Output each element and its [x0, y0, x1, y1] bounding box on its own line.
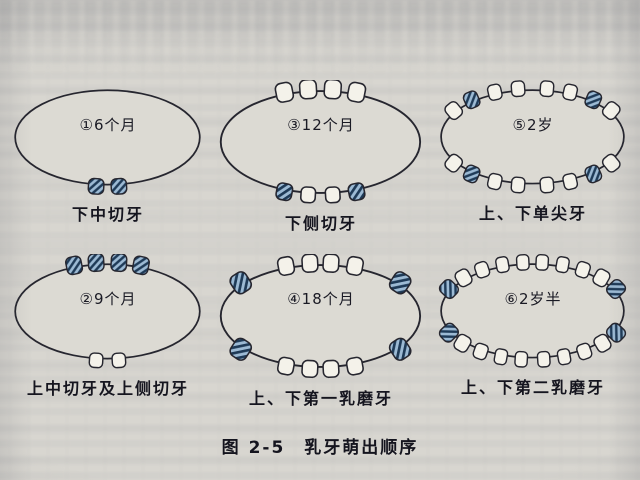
teeth-name-caption-3: 下侧切牙 [284, 214, 357, 234]
dental-arch-svg-3 [219, 80, 422, 204]
dental-arch-diagram-5: ⑤2岁 [434, 80, 632, 197]
teeth-name-caption-1: 下中切牙 [71, 204, 144, 224]
dental-arch-svg-1 [14, 89, 201, 195]
dental-arch-diagram-1: ①6个月 [8, 80, 208, 198]
eruption-panels-grid: ①6个月 下中切牙 ③12个月 下侧切牙 ⑤2岁 上、下单尖牙 ②9个月 上中切… [8, 80, 632, 408]
dental-arch-svg-5 [440, 80, 625, 194]
eruption-stage-panel-5: ⑤2岁 上、下单尖牙 [434, 80, 632, 234]
dental-arch-svg-6 [438, 254, 627, 369]
figure-caption: 图 2-5 乳牙萌出顺序 [221, 437, 419, 458]
teeth-name-caption-5: 上、下单尖牙 [478, 203, 587, 223]
teeth-name-caption-2: 上中切牙及上侧切牙 [26, 379, 189, 399]
dental-arch-diagram-3: ③12个月 [213, 80, 429, 207]
stage-label-4: ④18个月 [287, 290, 355, 309]
teeth-name-caption-6: 上、下第二乳磨牙 [460, 378, 605, 398]
dental-arch-svg-4 [219, 254, 422, 379]
dental-arch-diagram-2: ②9个月 [8, 254, 208, 372]
stage-label-2: ②9个月 [79, 290, 137, 309]
stage-label-1: ①6个月 [79, 116, 137, 134]
dental-arch-svg-2 [14, 254, 201, 369]
stage-label-3: ③12个月 [287, 116, 355, 134]
eruption-stage-panel-1: ①6个月 下中切牙 [8, 80, 208, 234]
dental-arch-diagram-6: ⑥2岁半 [434, 254, 632, 371]
eruption-stage-panel-3: ③12个月 下侧切牙 [213, 80, 429, 234]
teeth-name-caption-4: 上、下第一乳磨牙 [248, 388, 393, 408]
stage-label-6: ⑥2岁半 [504, 290, 562, 309]
eruption-stage-panel-2: ②9个月 上中切牙及上侧切牙 [8, 254, 208, 408]
eruption-stage-panel-4: ④18个月 上、下第一乳磨牙 [213, 254, 429, 408]
eruption-stage-panel-6: ⑥2岁半 上、下第二乳磨牙 [434, 254, 632, 408]
stage-label-5: ⑤2岁 [512, 116, 554, 134]
dental-arch-diagram-4: ④18个月 [213, 254, 429, 381]
